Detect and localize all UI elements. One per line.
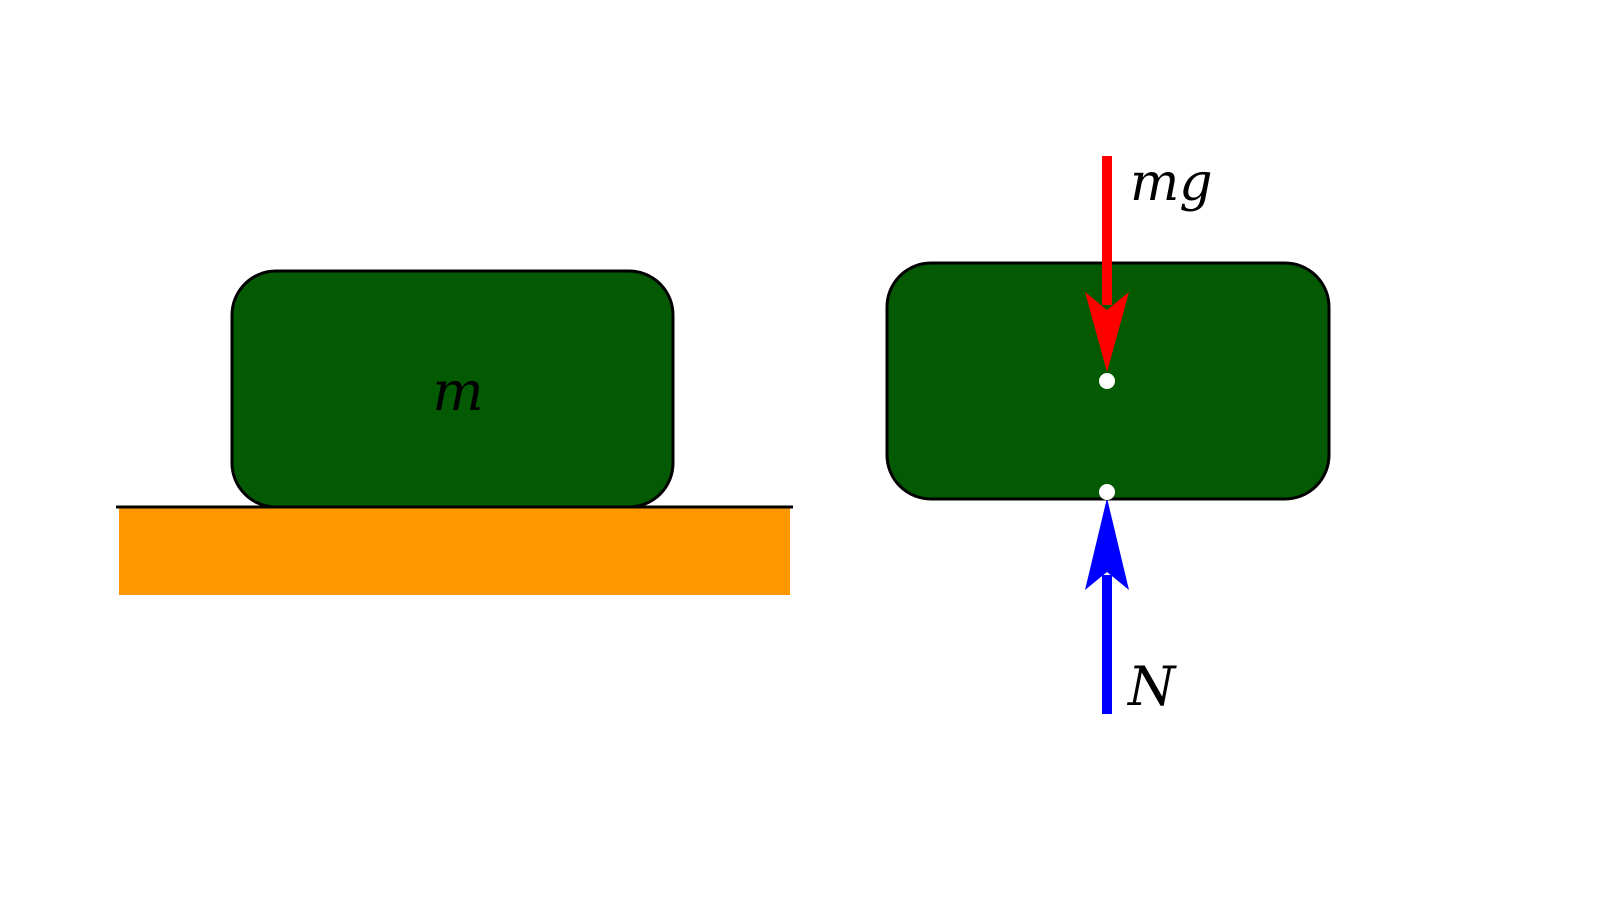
normal-arrowhead [1085, 498, 1129, 590]
mass-block [230, 269, 675, 509]
normal-force-arrow [1085, 498, 1129, 714]
gravity-label: mg [1130, 153, 1213, 213]
gravity-force-arrow [1085, 156, 1129, 372]
gravity-arrowhead [1085, 292, 1129, 372]
free-body-scene: mg N [885, 153, 1331, 718]
contact-point [1099, 484, 1115, 500]
normal-label: N [1126, 655, 1177, 718]
ground-surface [119, 507, 790, 595]
block-on-ground-scene: m [116, 269, 793, 595]
center-of-mass-point [1099, 373, 1115, 389]
mass-label: m [432, 360, 483, 423]
